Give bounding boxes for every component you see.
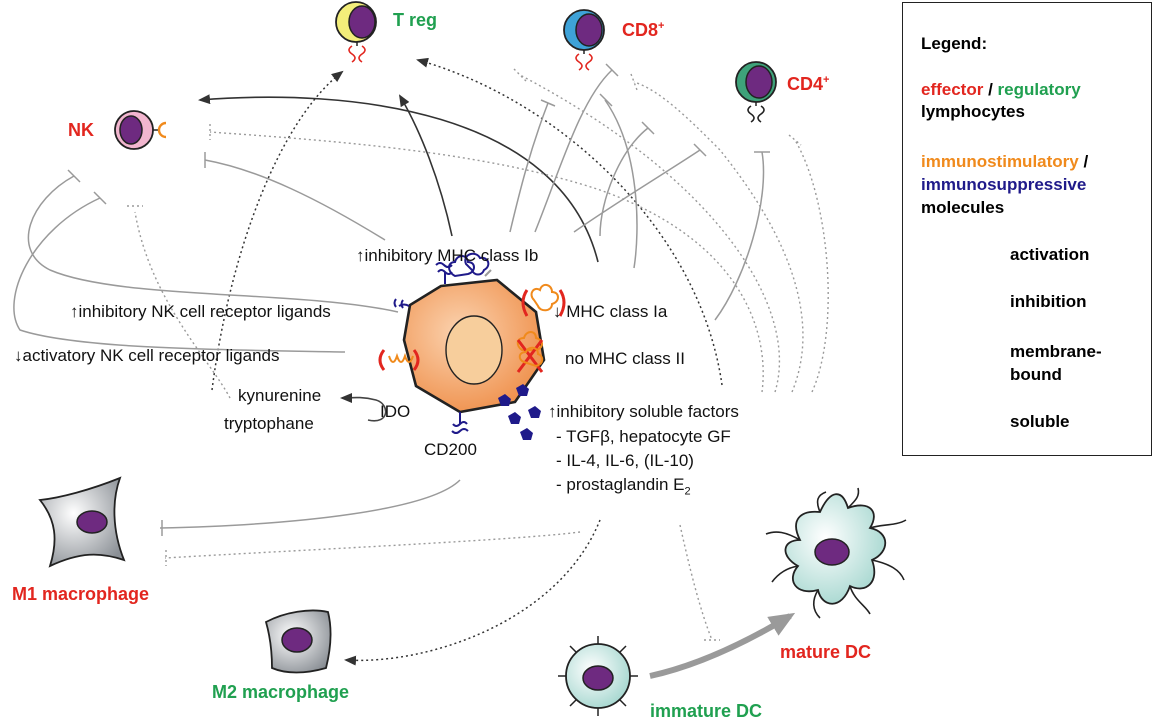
legend-membrane: membrane-	[1010, 342, 1102, 361]
activatory-ligand-molecule	[378, 349, 420, 371]
ido-conversion-arrow	[340, 392, 387, 422]
factor-il-label: - IL-4, IL-6, (IL-10)	[556, 451, 694, 470]
legend-effector: effector	[921, 80, 984, 99]
cd8-label: CD8+	[622, 20, 664, 41]
soluble-to-m2	[344, 519, 601, 666]
legend-inhibition: inhibition	[1010, 292, 1087, 311]
inhibitory-mhc-ib-label: ↑inhibitory MHC class Ib	[356, 246, 539, 265]
cd8-text: CD8	[622, 20, 659, 40]
ido-label: IDO	[380, 402, 411, 421]
legend-slash-2: /	[1078, 152, 1089, 171]
m2-macrophage-cell	[264, 609, 332, 674]
m1-macrophage-label: M1 macrophage	[12, 584, 150, 604]
cd8-sup: +	[658, 20, 665, 32]
maturation-arrow	[649, 612, 796, 679]
treg-cell	[335, 1, 377, 63]
prostaglandin-text: - prostaglandin E	[556, 475, 685, 494]
no-mhc-ii-molecule	[516, 331, 544, 373]
mhc-ia-label: ↓ MHC class Ia	[553, 302, 668, 321]
mhc-ia-molecule	[521, 284, 566, 317]
prostaglandin-sub: 2	[684, 485, 691, 498]
legend-soluble: soluble	[1010, 412, 1070, 431]
nk-label: NK	[68, 120, 94, 140]
factor-prostaglandin-label: - prostaglandin E2	[556, 475, 691, 497]
legend-regulatory: regulatory	[997, 80, 1081, 99]
m2-macrophage-label: M2 macrophage	[212, 682, 350, 702]
cd4-label: CD4+	[787, 74, 829, 95]
legend-lymphocytes: lymphocytes	[921, 102, 1025, 121]
membrane-inhibition	[13, 63, 770, 536]
legend-molecules: molecules	[921, 198, 1005, 217]
msc-surface-molecules	[393, 262, 469, 434]
inhibitory-nk-ligands-label: ↑inhibitory NK cell receptor ligands	[70, 302, 331, 321]
msc-cell	[402, 278, 546, 414]
soluble-to-cd8	[416, 57, 723, 386]
m1-macrophage-cell	[38, 476, 126, 568]
legend-title: Legend:	[921, 34, 988, 53]
cd4-text: CD4	[787, 74, 824, 94]
activation-arrows	[198, 94, 599, 263]
soluble-to-treg	[211, 70, 344, 391]
factor-tgfb-label: - TGFβ, hepatocyte GF	[556, 427, 731, 446]
tryptophane-label: tryptophane	[224, 414, 314, 433]
cd4-cell	[735, 61, 777, 123]
legend-slash-1: /	[983, 80, 998, 99]
arrow-to-treg	[398, 94, 453, 237]
mature-dc-cell	[765, 487, 907, 619]
cd200-label: CD200	[424, 440, 477, 459]
mature-dc-label: mature DC	[780, 642, 872, 662]
legend-lymphocyte-types: effector / regulatory	[921, 80, 1081, 100]
treg-label: T reg	[393, 10, 438, 30]
legend-bound: bound	[1010, 365, 1062, 384]
soluble-factors-label: ↑inhibitory soluble factors	[548, 402, 739, 421]
immature-dc-cell	[558, 636, 638, 716]
soluble-inhibition	[127, 68, 829, 641]
mhc-ib-molecule	[448, 252, 492, 278]
no-mhc-ii-label: no MHC class II	[565, 349, 685, 368]
legend-immunostimulatory: immunostimulatory	[921, 152, 1079, 171]
legend-molecule-stim: immunostimulatory /	[921, 152, 1088, 172]
activatory-nk-ligands-label: ↓activatory NK cell receptor ligands	[14, 346, 280, 365]
cd4-sup: +	[823, 74, 830, 86]
legend-activation: activation	[1010, 245, 1090, 264]
legend-box	[902, 2, 1152, 456]
nk-cell	[114, 110, 167, 150]
soluble-activation	[211, 57, 723, 666]
cd8-cell	[563, 9, 605, 71]
arrow-to-nk	[198, 94, 599, 263]
soluble-factor-pentagons	[498, 384, 541, 440]
immature-dc-label: immature DC	[650, 701, 763, 721]
kynurenine-label: kynurenine	[238, 386, 322, 405]
legend-immunosuppressive: immunosuppressive	[921, 175, 1087, 194]
